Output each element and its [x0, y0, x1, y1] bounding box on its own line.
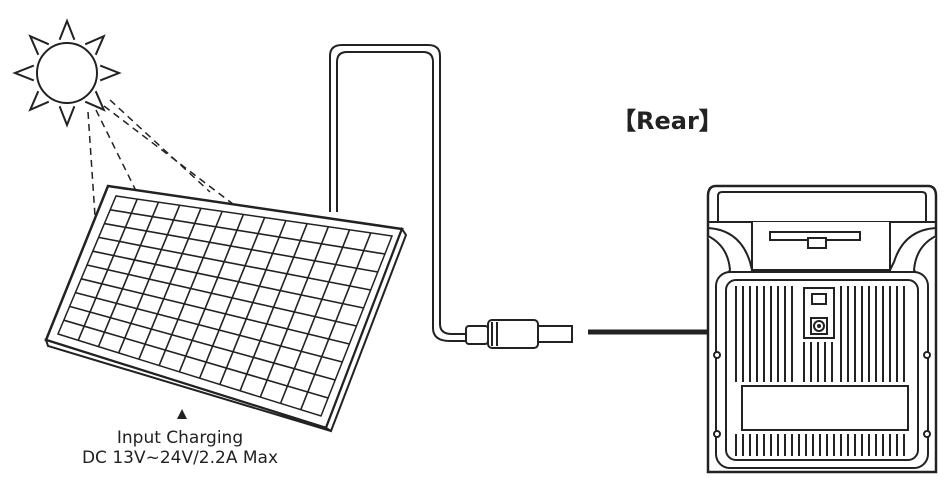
- panel-grid-line: [110, 209, 386, 255]
- panel-grid-line: [104, 222, 378, 273]
- solar-panel: [44, 184, 408, 433]
- panel-grid-line: [86, 264, 357, 327]
- panel-grid-line: [92, 250, 364, 309]
- sun-icon: [12, 18, 122, 128]
- power-station-rear: [706, 184, 938, 474]
- caption-line-2: DC 13V~24V/2.2A Max: [81, 448, 279, 468]
- panel-grid-line: [63, 319, 329, 399]
- panel-stand-marker: [177, 409, 187, 419]
- panel-grid-line: [81, 278, 350, 345]
- rear-label: 【Rear】: [612, 107, 723, 135]
- panel-grid-line: [98, 236, 371, 291]
- dc-plug: [465, 319, 573, 349]
- dc-cable: [329, 44, 468, 342]
- panel-grid-line: [69, 305, 336, 381]
- charging-caption: Input Charging DC 13V~24V/2.2A Max: [40, 428, 320, 468]
- panel-grid-line: [75, 291, 343, 363]
- caption-line-1: Input Charging: [116, 428, 244, 448]
